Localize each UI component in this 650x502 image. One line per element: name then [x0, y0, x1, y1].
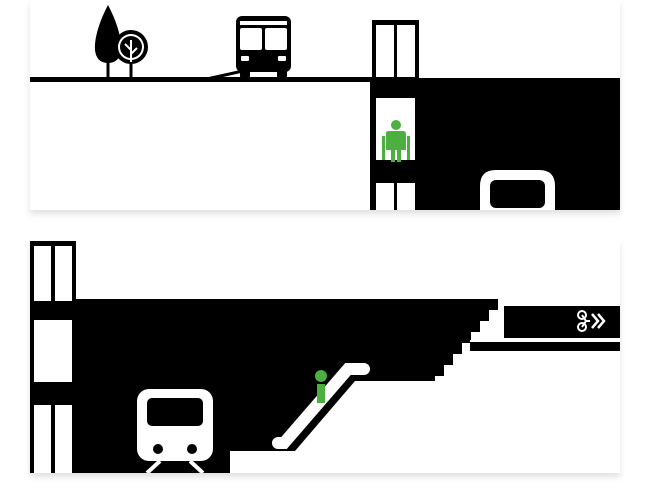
- bus-icon: [236, 16, 291, 78]
- panel-platform-to-bike-tunnel: [30, 241, 620, 473]
- bike-tunnel-floor: [470, 342, 620, 351]
- tunnel-floor-edge: [470, 340, 620, 342]
- diagram-platform-to-bike-tunnel: [30, 241, 620, 473]
- person-icon: [382, 120, 410, 162]
- elevator-icon: [372, 20, 419, 210]
- elevator-icon: [30, 241, 76, 473]
- tree-icon: [94, 5, 148, 79]
- subway-train-icon: [480, 170, 555, 210]
- diagram-street-to-platform: [30, 5, 620, 210]
- ramp: [195, 69, 245, 80]
- bicycle-icon: [577, 310, 590, 332]
- stairs-icon: [444, 299, 504, 376]
- bike-tunnel: [504, 306, 620, 338]
- escalator-icon: [272, 363, 370, 449]
- panel-street-to-platform: [30, 0, 620, 210]
- chevron-right-icon: [591, 313, 606, 329]
- subway-train-icon: [131, 389, 219, 473]
